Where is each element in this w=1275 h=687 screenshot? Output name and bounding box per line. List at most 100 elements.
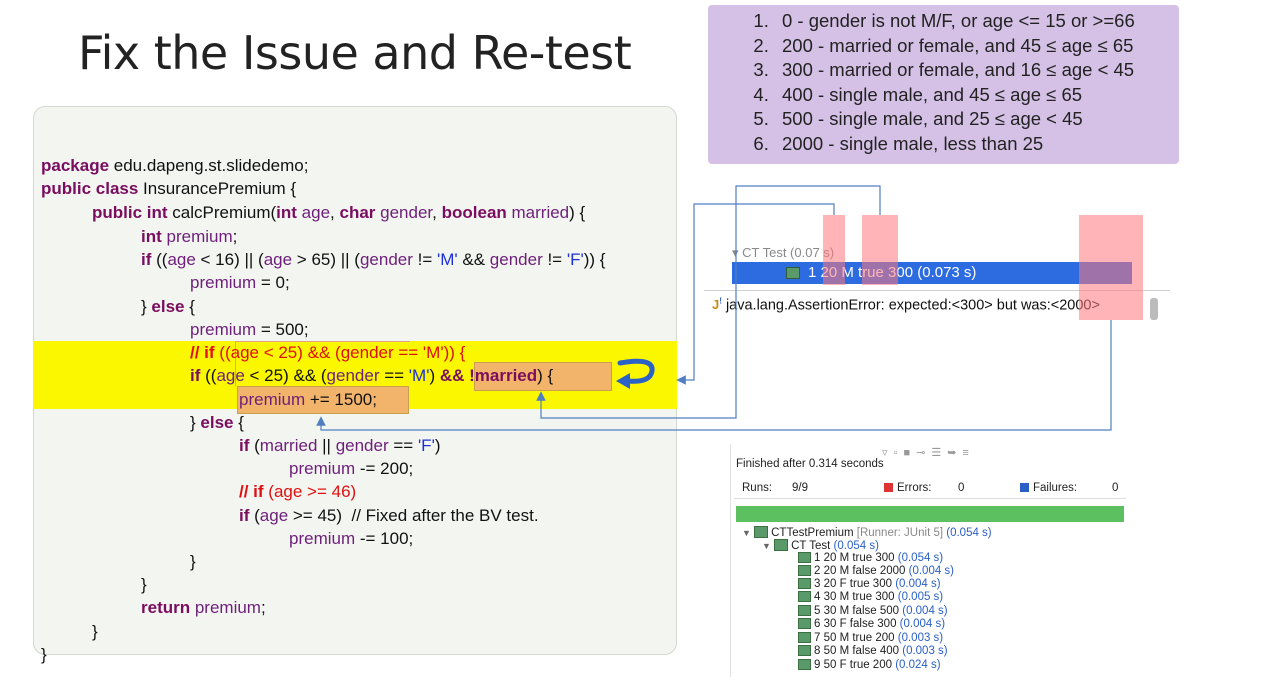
- divider: [704, 290, 1170, 291]
- test-case-icon: [798, 552, 811, 563]
- variable: age: [216, 366, 245, 385]
- variable: gender: [375, 203, 433, 222]
- code-text: ) {: [569, 203, 586, 222]
- test-case-row[interactable]: 8 50 M false 400 (0.003 s): [798, 645, 948, 657]
- test-case-row[interactable]: 6 30 F false 300 (0.004 s): [798, 618, 945, 630]
- variable: age: [259, 506, 289, 525]
- test-case-name: 3 20 F true 300: [814, 578, 896, 590]
- tree-suite[interactable]: ▼ CT Test (0.054 s): [762, 539, 879, 552]
- code-line: }: [92, 621, 98, 643]
- test-case-row[interactable]: 1 20 M true 300 (0.054 s): [798, 552, 943, 564]
- code-text: }: [141, 575, 147, 594]
- expand-triangle-icon[interactable]: ▼: [742, 528, 751, 538]
- code-text: ): [429, 366, 440, 385]
- junit-results-panel: ▿▫■⊸☰➥≡ Finished after 0.314 seconds Run…: [732, 444, 1130, 677]
- keyword: int: [276, 203, 297, 222]
- actual-value-highlight: [1079, 215, 1143, 320]
- test-case-icon: [798, 659, 811, 670]
- test-progress-bar: [736, 506, 1124, 522]
- premium-increment-highlight: [237, 386, 409, 414]
- code-line: premium -= 200;: [289, 458, 413, 480]
- test-case-row[interactable]: 5 30 M false 500 (0.004 s): [798, 605, 948, 617]
- code-text: edu.dapeng.st.slidedemo;: [109, 156, 309, 175]
- code-text: !=: [412, 250, 438, 269]
- test-case-row[interactable]: 3 20 F true 300 (0.004 s): [798, 578, 941, 590]
- test-case-name: 9 50 F true 200: [814, 659, 896, 671]
- toolbar-history-icon[interactable]: ☰: [931, 447, 948, 459]
- toolbar-link-icon[interactable]: ⊸: [916, 447, 932, 459]
- code-line: premium = 500;: [190, 319, 309, 341]
- variable: premium: [190, 273, 257, 292]
- toolbar-arrow-icon[interactable]: ▿: [882, 447, 894, 459]
- variable: premium: [161, 227, 233, 246]
- code-text: ,: [432, 203, 442, 222]
- code-text: }: [190, 413, 201, 432]
- code-line: }: [41, 644, 47, 666]
- toolbar-dot-icon[interactable]: ▫: [893, 447, 904, 459]
- test-case-name: 5 30 M false 500: [814, 605, 903, 617]
- errors-value: 0: [958, 482, 965, 494]
- keyword: if: [190, 366, 201, 385]
- java-icon: J!: [712, 297, 722, 313]
- variable: age: [167, 250, 196, 269]
- legend-item: 200 - married or female, and 45 ≤ age ≤ …: [774, 34, 1179, 59]
- code-line: public class InsurancePremium {: [41, 178, 296, 200]
- code-text: = 500;: [256, 320, 309, 339]
- variable: premium: [190, 598, 261, 617]
- junit-toolbar: ▿▫■⊸☰➥≡: [882, 446, 975, 459]
- code-line: package edu.dapeng.st.slidedemo;: [41, 155, 308, 177]
- test-case-icon: [786, 267, 800, 279]
- comment-marker: //: [190, 343, 205, 362]
- keyword: return: [141, 598, 191, 617]
- failures-value: 0: [1112, 482, 1119, 494]
- code-text: calcPremium(: [167, 203, 277, 222]
- tree-root[interactable]: ▼ CTTestPremium [Runner: JUnit 5] (0.054…: [742, 526, 992, 539]
- test-case-name: 6 30 F false 300: [814, 618, 900, 630]
- test-suite-icon: [754, 526, 769, 538]
- variable: gender: [335, 436, 389, 455]
- toolbar-stop-icon[interactable]: ■: [903, 447, 917, 459]
- toolbar-rerun-icon[interactable]: ➥: [947, 447, 963, 459]
- test-case-row[interactable]: 2 20 M false 2000 (0.004 s): [798, 565, 954, 577]
- code-text: < 25) && (: [244, 366, 327, 385]
- code-line: if (age >= 45) // Fixed after the BV tes…: [239, 505, 539, 527]
- code-line: }: [141, 574, 147, 596]
- code-line: }: [190, 551, 196, 573]
- test-case-row[interactable]: 9 50 F true 200 (0.024 s): [798, 659, 941, 671]
- test-case-time: (0.005 s): [897, 591, 944, 603]
- code-text: -= 200;: [355, 459, 414, 478]
- test-case-icon: [798, 632, 811, 643]
- test-case-row[interactable]: 7 50 M true 200 (0.003 s): [798, 632, 943, 644]
- code-text: = 0;: [256, 273, 290, 292]
- code-text: ;: [232, 227, 238, 246]
- keyword: int: [141, 227, 162, 246]
- code-text: ==: [388, 436, 418, 455]
- code-text: ((age < 25) && (gender == 'M')) {: [214, 343, 466, 362]
- code-text: }: [141, 297, 152, 316]
- toolbar-menu-icon[interactable]: ≡: [962, 447, 975, 459]
- code-text: -= 100;: [355, 529, 414, 548]
- variable: gender: [489, 250, 543, 269]
- test-case-time: (0.003 s): [902, 645, 948, 657]
- code-text: ) {: [537, 366, 554, 385]
- code-text: {: [184, 297, 195, 316]
- variable: premium: [239, 390, 306, 409]
- failure-trace[interactable]: J! java.lang.AssertionError: expected:<3…: [712, 297, 1100, 313]
- panel-left-border: [730, 444, 731, 677]
- test-case-icon: [798, 645, 811, 656]
- variable: premium: [289, 459, 356, 478]
- string-literal: 'F': [566, 250, 584, 269]
- keyword: if: [141, 250, 152, 269]
- suite-name: CT Test: [791, 540, 834, 552]
- keyword: public int: [92, 203, 168, 222]
- comment-marker: //: [239, 482, 254, 501]
- keyword: public class: [41, 179, 139, 198]
- test-suite-icon: [774, 539, 789, 551]
- variable: age: [263, 250, 293, 269]
- expand-triangle-icon[interactable]: ▼: [762, 541, 771, 551]
- failure-icon: [1020, 483, 1029, 492]
- scrollbar[interactable]: [1150, 298, 1158, 320]
- legend-list: 0 - gender is not M/F, or age <= 15 or >…: [708, 9, 1179, 157]
- test-case-row[interactable]: 4 30 M true 300 (0.005 s): [798, 591, 943, 603]
- code-text: {: [233, 413, 244, 432]
